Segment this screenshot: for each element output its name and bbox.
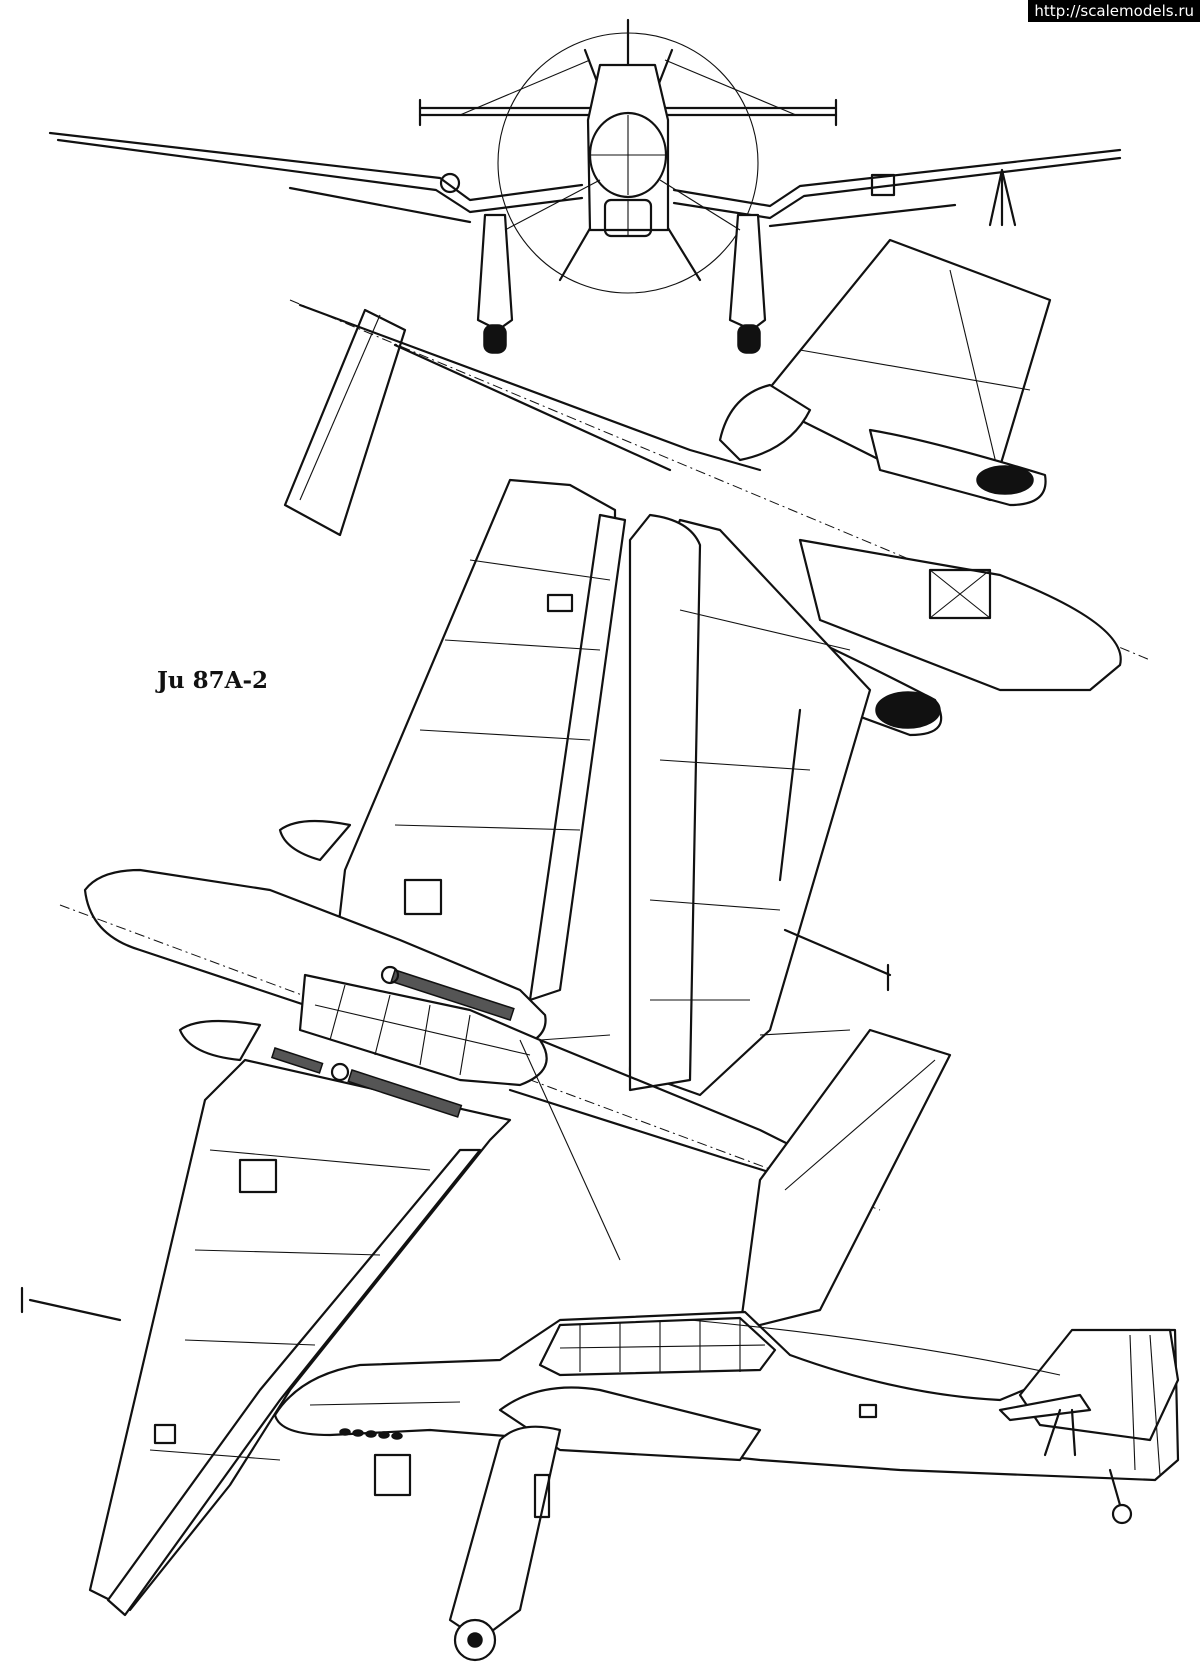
wing-front <box>48 131 1122 228</box>
front-view <box>48 18 1122 354</box>
watermark[interactable]: http://scalemodels.ru <box>1028 0 1200 22</box>
stabilizer-right-top <box>738 1028 952 1332</box>
exhaust-stubs-icon <box>339 1428 403 1440</box>
radiator-side <box>373 1453 412 1497</box>
side-view <box>273 1310 1180 1662</box>
radiator-grill-icon <box>533 1473 551 1519</box>
wheel-left-icon <box>483 324 507 354</box>
top-view <box>20 478 952 1617</box>
engine-cowling-bottom <box>798 538 1122 692</box>
vertical-fin-side <box>1018 1328 1180 1442</box>
access-panel-icon <box>403 878 443 916</box>
dive-brake-icon <box>390 969 515 1021</box>
access-panel-icon-2 <box>238 1158 278 1194</box>
wheel-right-icon <box>737 324 761 354</box>
wing-root-side <box>498 1386 762 1462</box>
dive-brake-icon-2 <box>270 1047 324 1074</box>
stabilizer-left-bottom <box>283 308 407 537</box>
oil-cooler-icon-2 <box>875 691 941 729</box>
fuselage-side <box>273 1310 1180 1482</box>
dive-brake-icon-3 <box>347 1069 463 1118</box>
wing-panel-marking <box>870 173 896 197</box>
fuselage-front <box>586 63 670 238</box>
pitot-icon <box>439 172 461 194</box>
panel-marking-icon-2 <box>153 1423 177 1445</box>
rear-fuselage-bottom <box>298 303 762 472</box>
tail-wheel-icon <box>1111 1503 1133 1525</box>
wing-lower-left-top <box>88 1058 512 1612</box>
radiator-grid-icon <box>928 568 992 620</box>
aircraft-designation: Ju 87A-2 <box>157 667 269 694</box>
gear-fairing-side <box>448 1425 562 1642</box>
oil-cooler-icon <box>976 465 1034 495</box>
bottom-view <box>283 238 1151 1097</box>
landing-gear-front <box>476 179 767 354</box>
tailplane-side <box>998 1393 1092 1422</box>
panel-marking-icon <box>546 593 574 613</box>
